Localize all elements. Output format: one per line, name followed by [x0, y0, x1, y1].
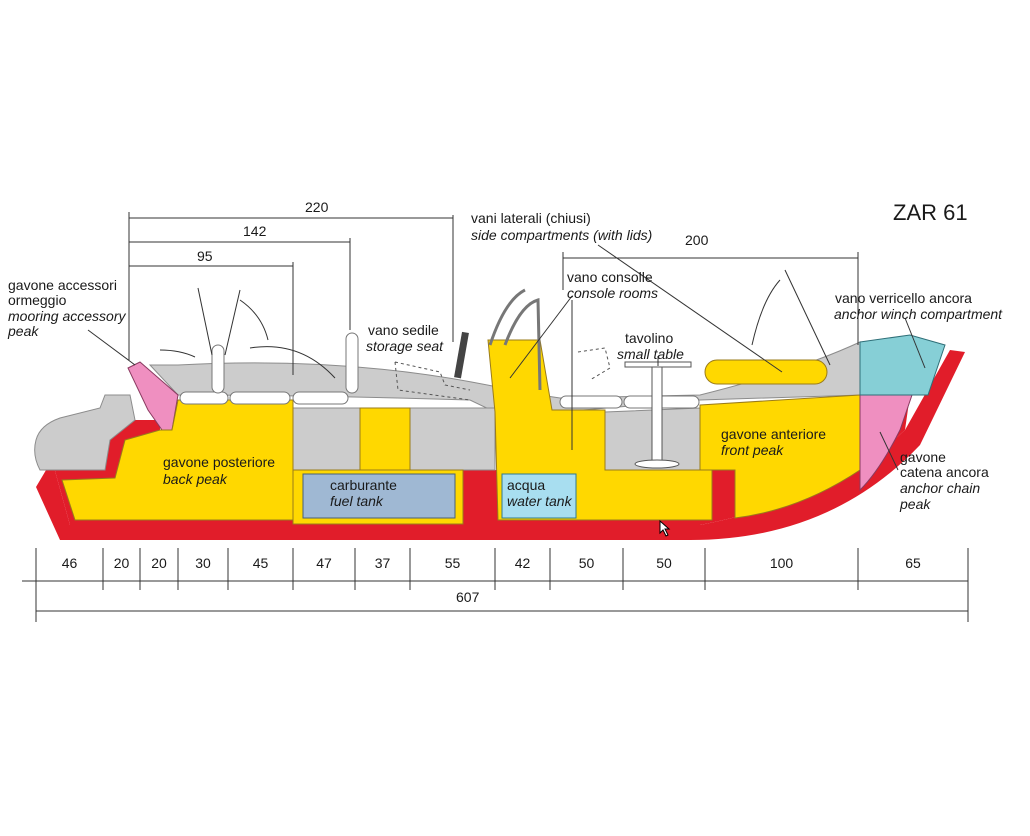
label-console-en: console rooms: [567, 285, 658, 301]
front-peak-compartment: [699, 394, 861, 519]
label-side-en: side compartments (with lids): [471, 227, 652, 243]
cushion: [179, 391, 229, 405]
water-tank: [501, 473, 577, 519]
label-mooring-it2: ormeggio: [8, 292, 67, 308]
small-table-base: [634, 459, 680, 469]
seat-back: [211, 344, 225, 394]
segment-length-label: 50: [656, 555, 672, 571]
stern-engine: [34, 394, 136, 471]
label-water-tank: acqua water tank: [507, 477, 573, 509]
dim-142: 142: [243, 223, 267, 239]
segment-length-label: 47: [316, 555, 332, 571]
label-mooring-it: gavone accessori: [8, 277, 117, 293]
label-storage-seat-en: storage seat: [366, 338, 444, 354]
segment-length-label: 46: [62, 555, 78, 571]
segment-length-label: 42: [515, 555, 531, 571]
segment-length-label: 55: [445, 555, 461, 571]
anchor-winch-compartment: [859, 334, 946, 396]
leader-lines: [87, 215, 926, 471]
lid-open-line: [784, 269, 831, 366]
label-table-it: tavolino: [625, 330, 673, 346]
segment-length-label: 30: [195, 555, 211, 571]
cushion: [229, 391, 291, 405]
small-table-leg: [651, 366, 663, 463]
label-fuel-en: fuel tank: [330, 493, 384, 509]
top-dimensions: [128, 212, 859, 375]
seat-back: [345, 332, 359, 394]
label-back-it: gavone posteriore: [163, 454, 275, 470]
label-anchor-winch: vano verricello ancora anchor winch comp…: [834, 290, 1003, 322]
total-length: 607: [456, 589, 480, 605]
leader-line: [87, 329, 136, 366]
label-mooring: gavone accessori ormeggio mooring access…: [7, 277, 126, 339]
label-water-en: water tank: [507, 493, 573, 509]
label-back-peak: gavone posteriore back peak: [163, 454, 275, 487]
label-chain-en: anchor chain: [900, 480, 980, 496]
anchor-chain-compartment: [859, 394, 913, 492]
segment-length-label: 20: [151, 555, 167, 571]
storage-seat-lid-dashed: [394, 361, 471, 401]
label-small-table: tavolino small table: [617, 330, 684, 362]
console-rail: [503, 298, 542, 391]
leader-line: [597, 244, 783, 373]
lid-open-line: [197, 287, 213, 356]
label-fuel-it: carburante: [330, 477, 397, 493]
label-console-it: vano consolle: [567, 269, 653, 285]
bottom-segment-ticks: [35, 548, 969, 622]
back-peak-compartment: [61, 399, 294, 521]
label-chain-it2: catena ancora: [900, 464, 989, 480]
leader-line: [904, 317, 926, 369]
cursor-icon: [659, 519, 671, 537]
label-fuel-tank: carburante fuel tank: [330, 477, 397, 509]
segment-length-label: 65: [905, 555, 921, 571]
lid-open-line: [224, 289, 241, 356]
label-front-en: front peak: [721, 442, 784, 458]
leader-line: [509, 295, 573, 379]
label-back-en: back peak: [163, 471, 228, 487]
label-front-it: gavone anteriore: [721, 426, 826, 442]
label-storage-seat-it: vano sedile: [368, 322, 439, 338]
cushion: [559, 395, 623, 409]
cushion: [292, 391, 349, 405]
swing-arc: [249, 346, 336, 379]
dim-200: 200: [685, 232, 709, 248]
bottom-segment-labels: 46 20 20 30 45 47 37 55 42 50 50 100 65: [62, 555, 921, 571]
console-lid-dashed: [577, 347, 611, 381]
label-water-it: acqua: [507, 477, 545, 493]
segment-length-label: 45: [253, 555, 269, 571]
label-winch-it: vano verricello ancora: [835, 290, 972, 306]
dim-220: 220: [305, 199, 329, 215]
swing-arc: [751, 279, 781, 346]
label-anchor-chain: gavone catena ancora anchor chain peak: [899, 449, 989, 512]
label-mooring-en: mooring accessory: [8, 308, 126, 324]
label-side-it: vani laterali (chiusi): [471, 210, 591, 226]
segment-length-label: 37: [375, 555, 391, 571]
label-mooring-en2: peak: [7, 323, 39, 339]
diagram-title: ZAR 61: [893, 200, 968, 225]
label-storage-seat: vano sedile storage seat: [366, 322, 444, 354]
dim-95: 95: [197, 248, 213, 264]
segment-length-label: 50: [579, 555, 595, 571]
steering-wheel: [454, 331, 469, 379]
leader-line: [879, 431, 899, 471]
segment-length-label: 100: [770, 555, 794, 571]
label-front-peak: gavone anteriore front peak: [721, 426, 826, 458]
swing-arc: [239, 299, 269, 341]
fuel-tank: [302, 473, 456, 519]
storage-seat-compartment: [359, 407, 411, 471]
front-deck-hatch: [704, 359, 828, 385]
segment-length-label: 20: [114, 555, 130, 571]
console-rail: [488, 288, 526, 346]
label-chain-it: gavone: [900, 449, 946, 465]
label-side-compartments: vani laterali (chiusi) side compartments…: [471, 210, 652, 243]
label-chain-en2: peak: [899, 496, 931, 512]
label-console-rooms: vano consolle console rooms: [567, 269, 658, 301]
label-table-en: small table: [617, 346, 684, 362]
swing-arc: [159, 349, 196, 358]
label-winch-en: anchor winch compartment: [834, 306, 1003, 322]
